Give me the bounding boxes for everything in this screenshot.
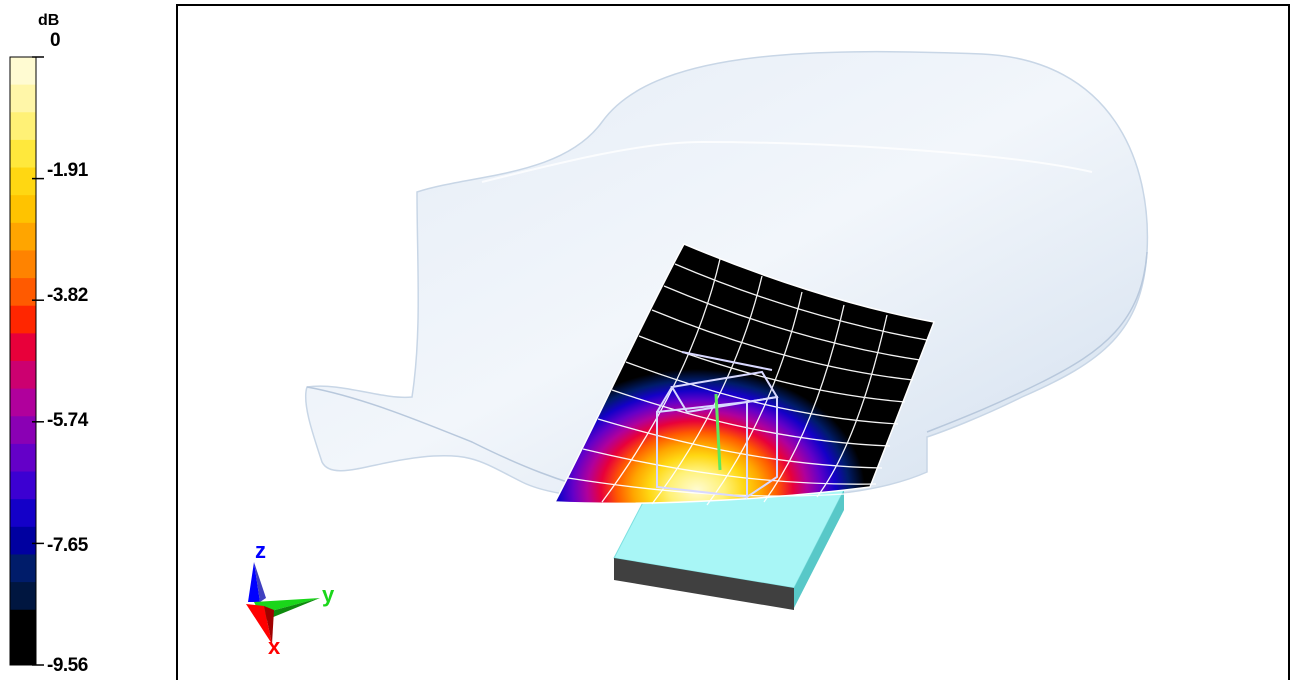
x-axis-arrow [246,604,272,644]
legend-tick-label: -3.82 [47,285,88,306]
colorbar-segment [10,361,36,390]
legend-tick-label: -5.74 [47,410,88,431]
colorbar-segment [10,84,36,113]
colorbar-segment [10,637,36,666]
colorbar-segment [10,278,36,307]
colorbar-segment [10,112,36,141]
sar-measurement-surface [553,243,936,505]
probe-axis-line [714,393,722,471]
z-axis-arrow-shade [254,562,266,602]
legend-unit-label: dB [38,12,60,29]
colorbar-segment [10,222,36,251]
colorbar-segment [10,609,36,638]
axis-triad: z y x [246,538,335,659]
colorbar-segment [10,167,36,196]
colorbar-segment [10,443,36,473]
x-axis-label: x [268,634,281,659]
colorbar-legend: dB 0 -1.91 -3.82 -5.74 -7.65 -9.56 [0,0,175,680]
device-right-face [794,490,844,608]
z-axis-label: z [255,538,266,563]
colorbar-segment [10,333,36,362]
colorbar-segment [10,139,36,169]
colorbar-segment [10,582,36,611]
colorbar-segment [10,388,36,417]
colorbar-segment [10,57,36,86]
legend-tick-label: 0 [50,30,61,51]
colorbar-scale [9,56,44,666]
x-axis-arrow-shade [264,606,274,644]
y-axis-label: y [322,582,335,607]
surface-grid [567,258,928,506]
legend-tick-label: -9.56 [47,655,88,676]
3d-viewport[interactable]: z y x [176,4,1290,680]
3d-scene: z y x [246,50,1149,659]
colorbar-frame [9,56,37,666]
colorbar-segment [10,526,36,555]
y-axis-arrow-shade [260,598,320,620]
colorbar-segment [10,250,36,279]
head-phantom-back-edge [926,251,1148,433]
head-phantom-inner-edge [306,386,603,493]
colorbar-segment [10,416,36,445]
head-phantom-rim [481,140,1093,183]
legend-tick-label: -1.91 [47,160,88,181]
colorbar-segment [10,471,36,500]
colorbar-segment [10,499,36,528]
colorbar-segment [10,305,36,334]
z-axis-arrow [248,562,260,602]
legend-tick-label: -7.65 [47,535,88,556]
colorbar-segment [10,195,36,224]
device-front-face [614,558,794,610]
colorbar-segment [10,554,36,583]
